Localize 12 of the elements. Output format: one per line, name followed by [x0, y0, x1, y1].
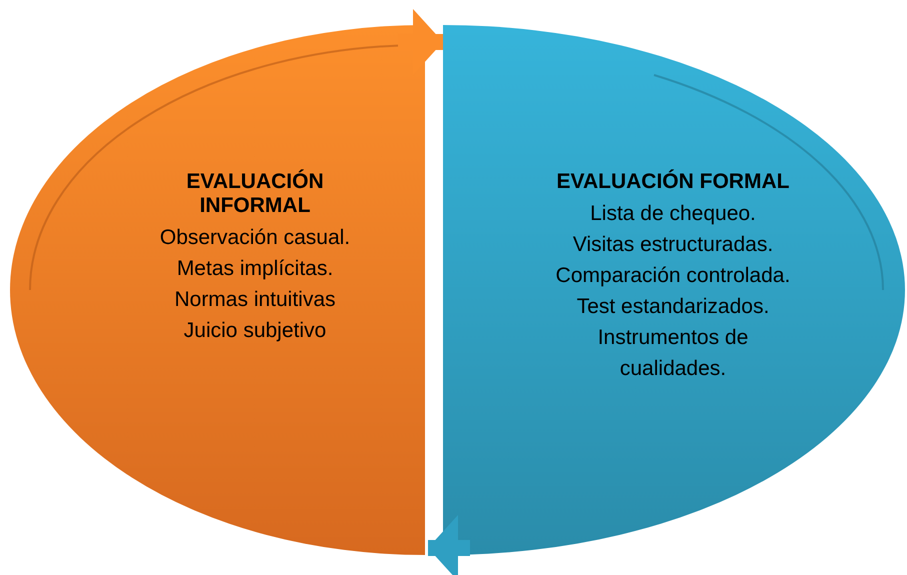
heading: EVALUACIÓN FORMAL [556, 170, 790, 194]
list-item: Observación casual. [160, 225, 350, 251]
list-item: Test estandarizados. [576, 294, 770, 320]
list-item: Normas intuitivas [174, 287, 336, 313]
arrow [428, 515, 470, 575]
list-item: Instrumentos de cualidades. [596, 325, 750, 382]
list-item: Comparación controlada. [556, 263, 790, 289]
list-item: Metas implícitas. [176, 256, 334, 282]
list-item: Lista de chequeo. [590, 201, 756, 227]
list-item: Visitas estructuradas. [572, 232, 774, 258]
heading: EVALUACIÓN INFORMAL [185, 170, 325, 218]
list-item: Juicio subjetivo [184, 318, 326, 344]
